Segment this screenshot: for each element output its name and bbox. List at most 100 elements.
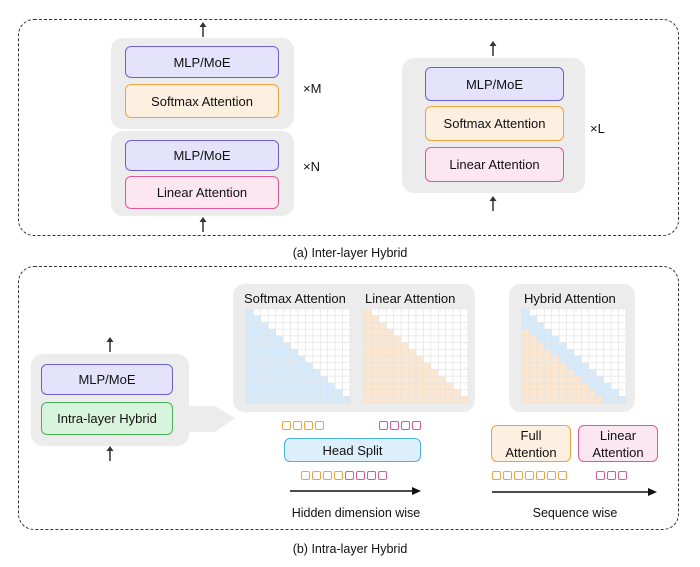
matrix-cell <box>529 395 538 404</box>
matrix-cell <box>415 348 424 357</box>
matrix-cell <box>423 395 432 404</box>
matrix-cell <box>260 395 269 404</box>
matrix-cell <box>297 342 306 350</box>
matrix-cell <box>610 382 619 390</box>
matrix-cell <box>297 389 306 397</box>
matrix-cell <box>588 335 597 343</box>
matrix-cell <box>342 382 351 390</box>
matrix-cell <box>267 355 277 364</box>
matrix-cell <box>393 335 402 343</box>
matrix-cell <box>610 342 619 350</box>
token-square <box>379 421 388 430</box>
matrix-cell <box>290 362 299 370</box>
matrix-cell <box>305 328 314 337</box>
matrix-cell <box>445 328 454 337</box>
matrix-cell <box>253 382 262 390</box>
matrix-cell <box>573 315 582 323</box>
matrix-cell <box>267 348 277 357</box>
matrix-cell <box>305 315 314 323</box>
matrix-cell <box>430 375 439 384</box>
matrix-cell <box>529 362 538 370</box>
matrix-cell <box>551 348 560 357</box>
matrix-cell <box>267 362 277 370</box>
matrix-cell <box>521 389 530 397</box>
matrix-cell <box>408 382 417 390</box>
matrix-cell <box>297 362 306 370</box>
matrix-cell <box>566 362 575 370</box>
matrix-cell <box>437 389 447 397</box>
matrix-cell <box>460 355 469 364</box>
matrix-cell <box>305 335 314 343</box>
matrix-cell <box>378 322 387 330</box>
matrix-cell <box>342 342 351 350</box>
matrix-cell <box>327 342 336 350</box>
matrix-cell <box>275 355 284 364</box>
matrix-cell <box>521 315 530 323</box>
matrix-cell <box>543 375 553 384</box>
matrix-cell <box>445 389 454 397</box>
matrix-cell <box>245 342 254 350</box>
inter-layer-frame <box>18 19 679 236</box>
matrix-cell <box>566 335 575 343</box>
mlp-moe-block: MLP/MoE <box>125 140 279 171</box>
matrix-cell <box>400 322 409 330</box>
matrix-cell <box>327 348 336 357</box>
matrix-cell <box>393 355 402 364</box>
matrix-cell <box>543 328 553 337</box>
matrix-cell <box>282 335 291 343</box>
matrix-cell <box>327 328 336 337</box>
matrix-cell <box>260 375 269 384</box>
matrix-cell <box>408 355 417 364</box>
matrix-cell <box>363 375 372 384</box>
matrix-cell <box>378 308 387 317</box>
matrix-cell <box>385 342 395 350</box>
matrix-cell <box>260 308 269 317</box>
matrix-cell <box>536 355 545 364</box>
matrix-cell <box>415 362 424 370</box>
head-split-block: Head Split <box>284 438 421 462</box>
matrix-cell <box>573 308 582 317</box>
matrix-cell <box>319 328 329 337</box>
matrix-cell <box>393 342 402 350</box>
matrix-cell <box>260 362 269 370</box>
matrix-cell <box>543 389 553 397</box>
matrix-cell <box>460 328 469 337</box>
matrix-cell <box>529 369 538 377</box>
matrix-cell <box>312 375 321 384</box>
matrix-cell <box>267 308 277 317</box>
up-arrow-icon <box>199 22 207 37</box>
matrix-cell <box>305 362 314 370</box>
matrix-cell <box>282 395 291 404</box>
matrix-cell <box>460 342 469 350</box>
matrix-cell <box>253 369 262 377</box>
matrix-cell <box>305 342 314 350</box>
matrix-cell <box>408 315 417 323</box>
matrix-cell <box>393 308 402 317</box>
matrix-cell <box>445 335 454 343</box>
matrix-cell <box>573 362 582 370</box>
matrix-cell <box>581 308 590 317</box>
token-square <box>301 471 310 480</box>
matrix-cell <box>415 328 424 337</box>
matrix-cell <box>297 328 306 337</box>
matrix-cell <box>588 355 597 364</box>
matrix-cell <box>588 395 597 404</box>
matrix-cell <box>297 375 306 384</box>
matrix-cell <box>327 382 336 390</box>
matrix-cell <box>543 335 553 343</box>
matrix-cell <box>245 322 254 330</box>
matrix-cell <box>460 348 469 357</box>
matrix-cell <box>551 382 560 390</box>
matrix-cell <box>536 322 545 330</box>
matrix-cell <box>282 375 291 384</box>
token-square <box>618 471 627 480</box>
token-square <box>390 421 399 430</box>
matrix-cell <box>334 382 343 390</box>
matrix-cell <box>393 362 402 370</box>
matrix-cell <box>543 382 553 390</box>
matrix-cell <box>290 322 299 330</box>
matrix-cell <box>521 369 530 377</box>
matrix-cell <box>385 395 395 404</box>
matrix-cell <box>452 348 461 357</box>
matrix-cell <box>423 315 432 323</box>
